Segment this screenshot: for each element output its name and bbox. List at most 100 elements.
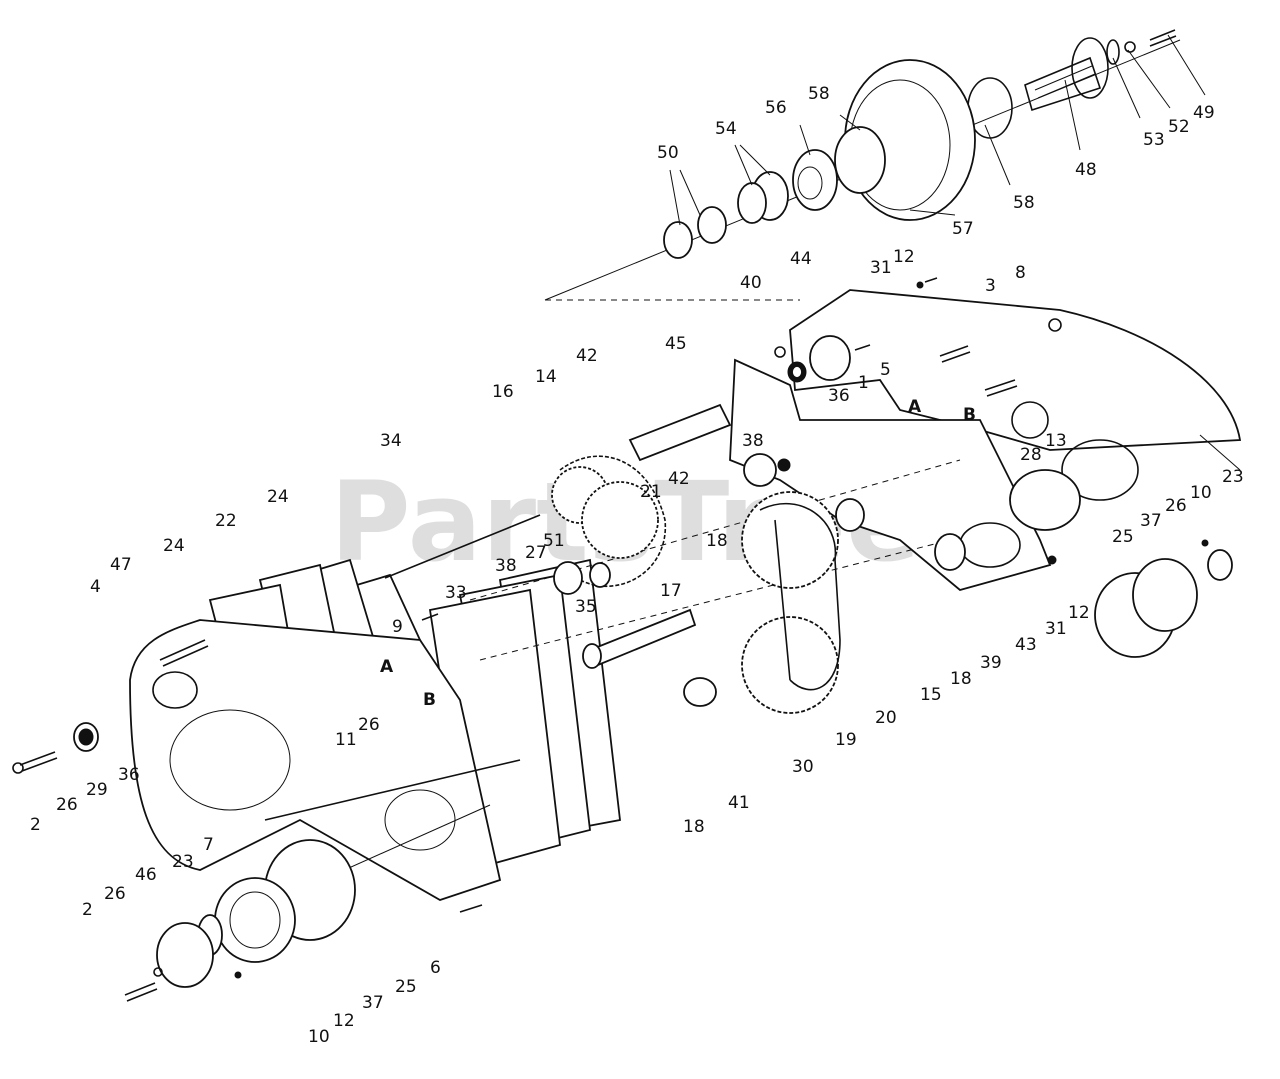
case-plates [12,358,1052,901]
callout-1: 1 [858,373,869,393]
pin-33-shape [421,613,439,621]
upper-housing [545,277,1242,501]
callout-26d: 26 [104,884,126,904]
callout-2b: 2 [82,900,93,920]
pin-47-shape [159,639,209,667]
chain-20-shape [759,502,841,691]
washer-52-shape [1124,41,1136,53]
case-right-plate [729,358,1052,591]
sprocket-chain-group [421,403,966,714]
pulley-assembly [544,29,1206,301]
callout-56: 56 [765,98,787,118]
callout-34: 34 [380,431,402,451]
reference-b-upper: B [963,405,976,425]
hub-48-shape [1071,37,1109,99]
callout-50: 50 [657,143,679,163]
callout-40: 40 [740,273,762,293]
rod-34-shape [384,514,541,579]
bolt-10a-shape [1201,539,1209,547]
lower-hub-group [124,804,491,1002]
callout-26a: 26 [1165,496,1187,516]
shaft-48-shape [1024,56,1102,112]
callout-54: 54 [715,119,737,139]
part-6-shape [459,904,483,913]
gear-38a-shape [743,453,777,487]
callout-2a: 2 [30,815,41,835]
callout-22: 22 [215,511,237,531]
callout-9: 9 [392,617,403,637]
callout-38a: 38 [742,431,764,451]
plate-25a-back [1009,469,1081,531]
callout-16: 16 [492,382,514,402]
callout-35: 35 [575,597,597,617]
callout-36a: 36 [828,386,850,406]
bolt-8-shape [984,379,1018,397]
callout-15: 15 [920,685,942,705]
callout-37b: 37 [362,993,384,1013]
callout-12b: 12 [1068,603,1090,623]
callout-12a: 12 [893,247,915,267]
callout-18c: 18 [683,817,705,837]
shaft-45-shape [628,403,732,462]
callout-29: 29 [86,780,108,800]
callout-17: 17 [660,581,682,601]
nut-50a-shape [663,221,693,259]
callout-58b: 58 [1013,193,1035,213]
callout-49: 49 [1193,103,1215,123]
callout-12c: 12 [333,1011,355,1031]
callout-21: 21 [640,482,662,502]
right-hub-group [1009,434,1241,658]
callout-36b: 36 [118,765,140,785]
nut-31b-shape [1047,555,1057,565]
callout-26c: 26 [56,795,78,815]
callout-18b: 18 [950,669,972,689]
hub-37b-shape [214,877,296,963]
callout-11: 11 [335,730,357,750]
callout-23b: 23 [172,852,194,872]
callout-19: 19 [835,730,857,750]
callout-43: 43 [1015,635,1037,655]
cap-46-shape [156,922,214,988]
callout-5: 5 [880,360,891,380]
callout-6: 6 [430,958,441,978]
callout-26b: 26 [358,715,380,735]
rod-7-shape [264,759,521,821]
callout-14: 14 [535,367,557,387]
callout-45: 45 [665,334,687,354]
callout-42a: 42 [576,346,598,366]
callout-44: 44 [790,249,812,269]
callout-47: 47 [110,555,132,575]
callout-7: 7 [203,835,214,855]
callout-28: 28 [1020,445,1042,465]
callout-31a: 31 [870,258,892,278]
chain-17-shape [559,455,667,588]
callout-31b: 31 [1045,619,1067,639]
callout-24b: 24 [163,536,185,556]
case-4-shape [129,619,502,901]
callout-24a: 24 [267,487,289,507]
hub-37a-shape [1132,558,1198,632]
reference-b-lower: B [423,690,436,710]
callout-37a: 37 [1140,511,1162,531]
sprocket-18a-shape [741,491,839,589]
housing-44-shape [789,289,1242,451]
bearing-39-shape [934,533,966,571]
nut-31a-shape [916,281,924,289]
callout-10b: 10 [308,1027,330,1047]
sleeve-15-shape [835,498,865,532]
callout-53: 53 [1143,130,1165,150]
bearing-1-shape [809,335,851,381]
callout-42b: 42 [668,469,690,489]
callout-58a: 58 [808,84,830,104]
reference-a-lower: A [380,657,394,677]
callout-27: 27 [525,543,547,563]
callout-23a: 23 [1222,467,1244,487]
callout-48: 48 [1075,160,1097,180]
callout-57: 57 [952,219,974,239]
callout-4: 4 [90,577,101,597]
washer-30-shape [683,677,717,707]
callout-25b: 25 [395,977,417,997]
callout-30: 30 [792,757,814,777]
collar-58a-shape [834,126,886,194]
